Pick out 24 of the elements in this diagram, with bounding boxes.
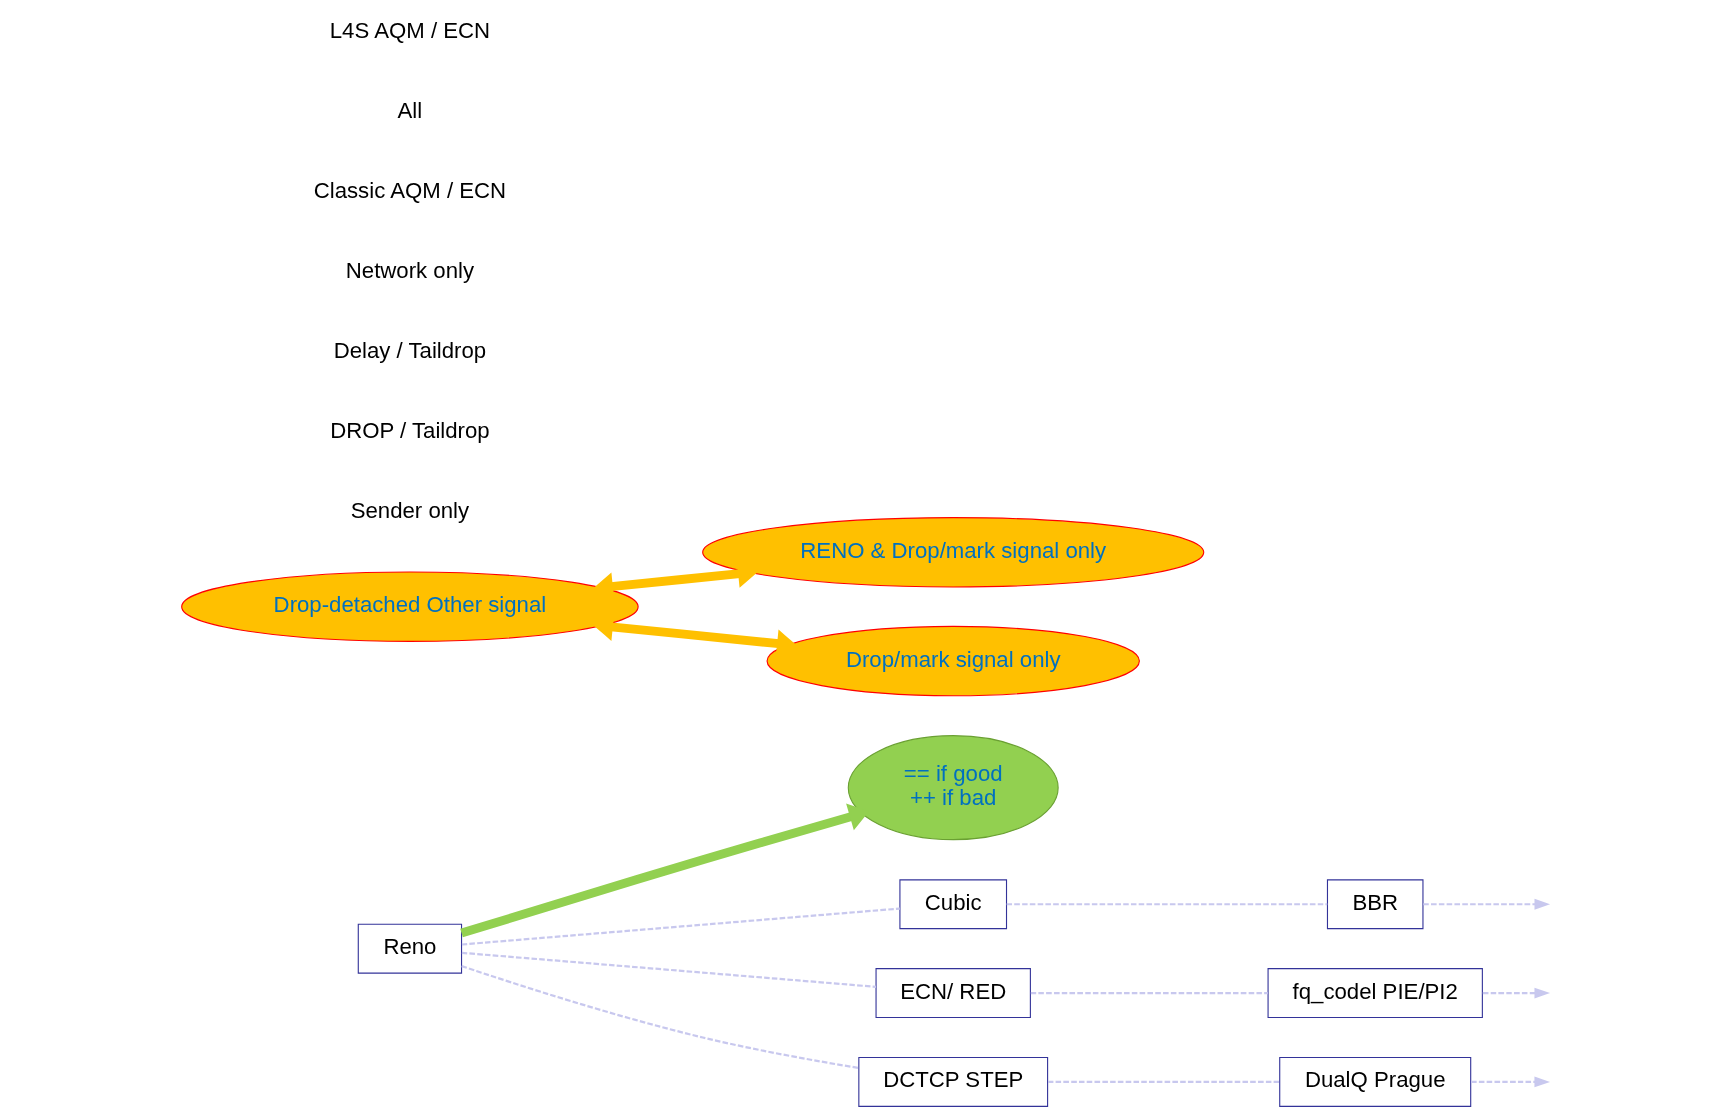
node-box: DCTCP STEP — [858, 1056, 1049, 1107]
node-box: BBR — [1326, 879, 1424, 930]
arrow — [1482, 987, 1551, 999]
label: DROP / Taildrop — [330, 417, 490, 443]
arrow — [1423, 898, 1551, 910]
connector — [1048, 1080, 1280, 1083]
node-box: Cubic — [899, 879, 1008, 930]
connector — [1006, 903, 1328, 906]
arrow — [1471, 1076, 1550, 1088]
node-box: DualQ Prague — [1279, 1056, 1472, 1107]
node-box: ECN/ RED — [875, 968, 1031, 1019]
label: All — [397, 98, 423, 124]
connector — [461, 951, 877, 988]
connector — [461, 965, 859, 1070]
node-box: fq_codel PIE/PI2 — [1267, 968, 1483, 1019]
label: Classic AQM / ECN — [313, 178, 507, 204]
label: Delay / Taildrop — [333, 337, 487, 363]
label: Network only — [345, 258, 475, 284]
connector — [1030, 991, 1268, 995]
label: L4S AQM / ECN — [329, 18, 491, 44]
connector — [461, 907, 900, 946]
node-ellipse: Drop/mark signal only — [766, 625, 1140, 697]
node-box: Reno — [357, 923, 463, 974]
label: Sender only — [350, 497, 470, 523]
